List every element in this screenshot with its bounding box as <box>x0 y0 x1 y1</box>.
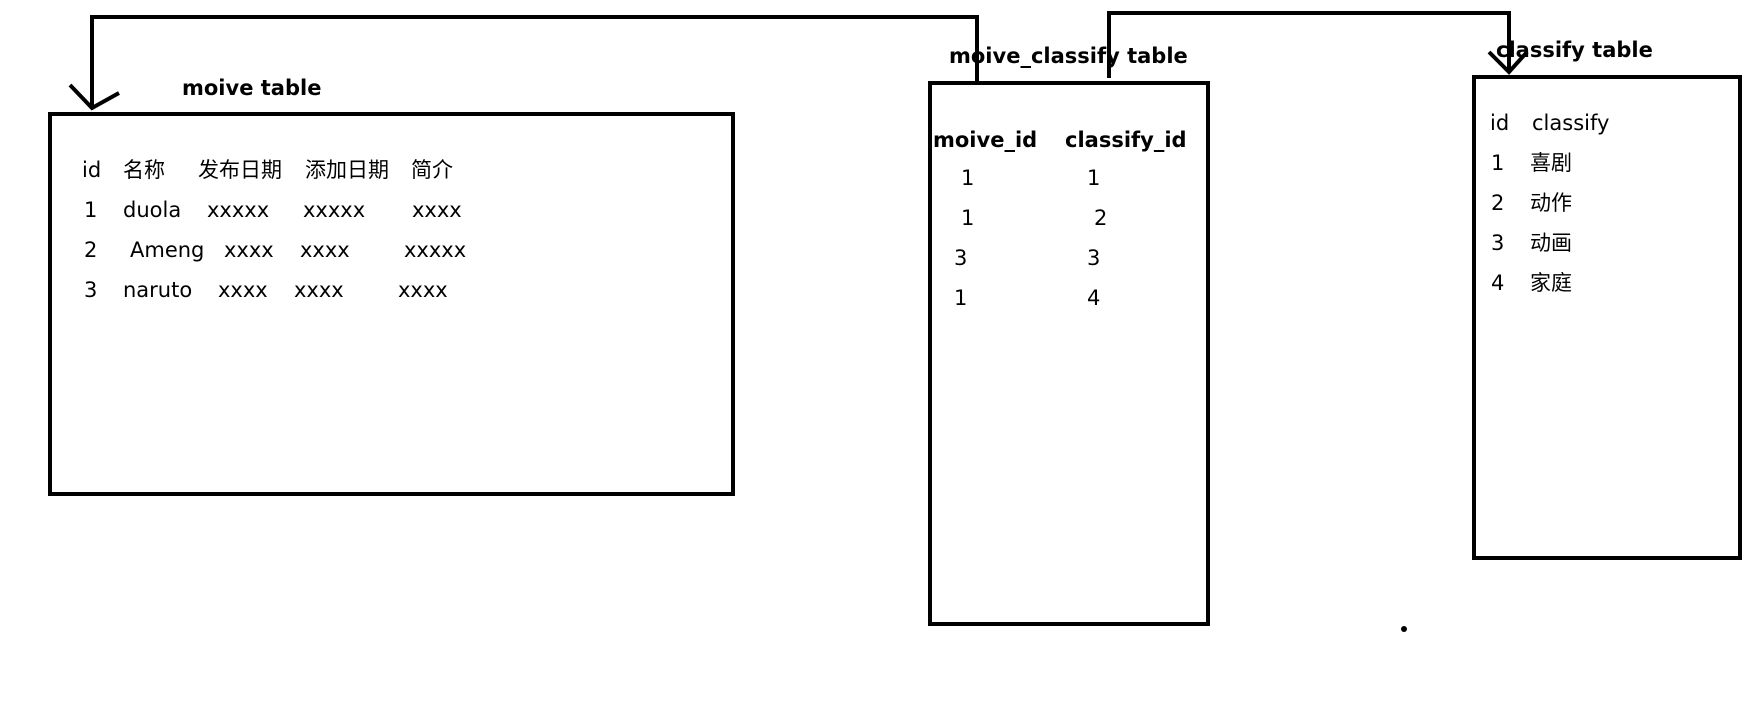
moive-row2-intro: xxxxx <box>404 238 467 262</box>
moive-table-title: moive table <box>182 76 322 100</box>
moive-row1-intro: xxxx <box>412 198 462 222</box>
classify-row2-name: 动作 <box>1530 191 1572 215</box>
classify-table-box <box>1472 75 1742 560</box>
classify-row4-name: 家庭 <box>1530 271 1572 295</box>
moive-row1-add: xxxxx <box>303 198 366 222</box>
moive-row3-release: xxxx <box>218 278 268 302</box>
moive-classify-row4-moive-id: 1 <box>954 286 968 310</box>
classify-row2-id: 2 <box>1491 191 1505 215</box>
classify-row3-id: 3 <box>1491 231 1505 255</box>
moive-row1-id: 1 <box>84 198 98 222</box>
stray-dot <box>1401 626 1407 632</box>
classify-header-classify: classify <box>1532 111 1610 135</box>
moive-classify-row1-classify-id: 1 <box>1087 166 1101 190</box>
moive-row1-release: xxxxx <box>207 198 270 222</box>
moive-classify-header-moive-id: moive_id <box>933 128 1038 152</box>
moive-row2-name: Ameng <box>130 238 205 262</box>
classify-table-title: classify table <box>1496 38 1653 62</box>
classify-row4-id: 4 <box>1491 271 1505 295</box>
moive-row3-name: naruto <box>123 278 193 302</box>
moive-row3-intro: xxxx <box>398 278 448 302</box>
connector-moive-classify-to-moive <box>90 15 979 108</box>
moive-header-id: id <box>82 158 102 182</box>
moive-header-add-date: 添加日期 <box>305 158 389 182</box>
arrowhead-moive-table <box>68 83 120 111</box>
classify-header-id: id <box>1490 111 1510 135</box>
moive-row1-name: duola <box>123 198 182 222</box>
moive-classify-row3-classify-id: 3 <box>1087 246 1101 270</box>
moive-classify-row4-classify-id: 4 <box>1087 286 1101 310</box>
moive-classify-row1-moive-id: 1 <box>961 166 975 190</box>
classify-row3-name: 动画 <box>1530 231 1572 255</box>
moive-row2-id: 2 <box>84 238 98 262</box>
moive-classify-row2-classify-id: 2 <box>1094 206 1108 230</box>
arrowhead-classify-table <box>1487 50 1529 75</box>
moive-row2-release: xxxx <box>224 238 274 262</box>
moive-row3-id: 3 <box>84 278 98 302</box>
classify-row1-name: 喜剧 <box>1530 151 1572 175</box>
moive-header-name: 名称 <box>123 158 165 182</box>
moive-classify-row2-moive-id: 1 <box>961 206 975 230</box>
moive-row3-add: xxxx <box>294 278 344 302</box>
moive-header-intro: 简介 <box>411 158 453 182</box>
moive-classify-table-box <box>928 81 1210 626</box>
moive-header-release-date: 发布日期 <box>198 158 282 182</box>
moive-table-box <box>48 112 735 496</box>
moive-classify-row3-moive-id: 3 <box>954 246 968 270</box>
moive-classify-table-title: moive_classify table <box>949 44 1188 68</box>
moive-row2-add: xxxx <box>300 238 350 262</box>
classify-row1-id: 1 <box>1491 151 1505 175</box>
moive-classify-header-classify-id: classify_id <box>1065 128 1187 152</box>
connector-moive-classify-to-classify <box>1107 11 1511 78</box>
